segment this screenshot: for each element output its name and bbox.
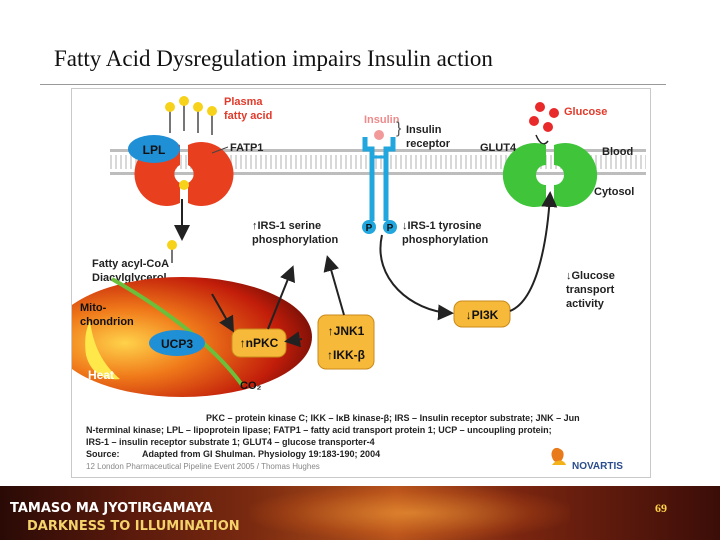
glucose-transport-label-1: ↓Glucose <box>566 270 615 282</box>
irs-serine-label-1: ↑IRS-1 serine <box>252 220 321 232</box>
mito-label-1: Mito- <box>80 302 107 314</box>
source-text: Adapted from GI Shulman. Physiology 19:1… <box>142 449 380 459</box>
footer-glow <box>250 486 570 540</box>
glucose-label: Glucose <box>564 106 607 118</box>
irs-tyrosine-label-2: phosphorylation <box>402 234 488 246</box>
jnk1-label: ↑JNK1 <box>328 324 365 338</box>
insulin-receptor-label-2: receptor <box>406 138 451 150</box>
diagram-panel: Plasma fatty acid LPL FATP1 Fatty acyl-C… <box>71 88 651 478</box>
glucose-transport-label-2: transport <box>566 284 615 296</box>
phospho-site-right <box>383 220 397 234</box>
slide-title: Fatty Acid Dysregulation impairs Insulin… <box>54 46 493 71</box>
fatp1-pointer <box>211 146 229 154</box>
insulin-receptor-label-1: Insulin <box>406 124 442 136</box>
insulin-label: Insulin <box>364 114 400 126</box>
legend-line-2: N-terminal kinase; LPL – lipoprotein lip… <box>86 425 552 435</box>
glucose-transport-label-3: activity <box>566 298 605 310</box>
ikk-label: ↑IKK-β <box>327 348 365 362</box>
footer-banner <box>0 486 720 540</box>
npkc-label: ↑nPKC <box>240 336 279 350</box>
acyl-coa-label-1: Fatty acyl-CoA <box>92 258 169 270</box>
insulin-molecule <box>374 130 384 140</box>
pathway-arrows <box>211 191 558 348</box>
irs-tyrosine-label-1: ↓IRS-1 tyrosine <box>402 220 481 232</box>
blood-label: Blood <box>602 146 633 158</box>
page-number: 69 <box>655 501 667 515</box>
glucose-entry-arrow <box>535 134 549 145</box>
ucp3-protein <box>149 330 205 356</box>
source-label: Source: <box>86 449 120 459</box>
glucose-molecules <box>529 102 559 132</box>
p-right-label: P <box>387 223 394 234</box>
legend-line-1: PKC – protein kinase C; IKK – IκB kinase… <box>206 413 580 423</box>
novartis-logo <box>551 447 566 465</box>
cytosol-label: Cytosol <box>594 186 634 198</box>
mito-label-2: chondrion <box>80 316 134 328</box>
insulin-receptor <box>362 137 396 221</box>
phospho-site-left <box>362 220 376 234</box>
ucp3-label: UCP3 <box>161 337 193 351</box>
fatp1-label: FATP1 <box>230 142 263 154</box>
motto-line-1: TAMASO MA JYOTIRGAMAYA <box>10 501 213 516</box>
motto-line-2: DARKNESS TO ILLUMINATION <box>27 519 240 534</box>
glut4-transporter <box>502 143 598 207</box>
heat-label: Heat <box>88 368 114 382</box>
novartis-wordmark: NOVARTIS <box>572 461 623 472</box>
plasma-fatty-acid-molecules <box>165 96 217 135</box>
receptor-brace: } <box>396 120 402 137</box>
pi3k-box <box>453 300 511 328</box>
pi3k-label: ↓PI3K <box>466 308 499 322</box>
heat-flame-icon <box>85 321 120 380</box>
irs-serine-label-2: phosphorylation <box>252 234 338 246</box>
title-divider <box>40 84 666 85</box>
jnk-ikk-box <box>317 314 375 370</box>
plasma-fatty-acid-label-2: fatty acid <box>224 110 272 122</box>
glut4-label: GLUT4 <box>480 142 517 154</box>
acyl-coa-head <box>167 240 177 250</box>
plasma-fatty-acid-label-1: Plasma <box>224 96 263 108</box>
pathway-diagram: Plasma fatty acid LPL FATP1 Fatty acyl-C… <box>72 96 646 472</box>
lpl-enzyme <box>128 135 180 163</box>
co2-label: CO₂ <box>240 380 262 392</box>
p-left-label: P <box>366 223 373 234</box>
legend-line-3: IRS-1 – insulin receptor substrate 1; GL… <box>86 437 375 447</box>
lpl-label: LPL <box>143 143 166 157</box>
event-credit: 12 London Pharmaceutical Pipeline Event … <box>86 462 320 471</box>
